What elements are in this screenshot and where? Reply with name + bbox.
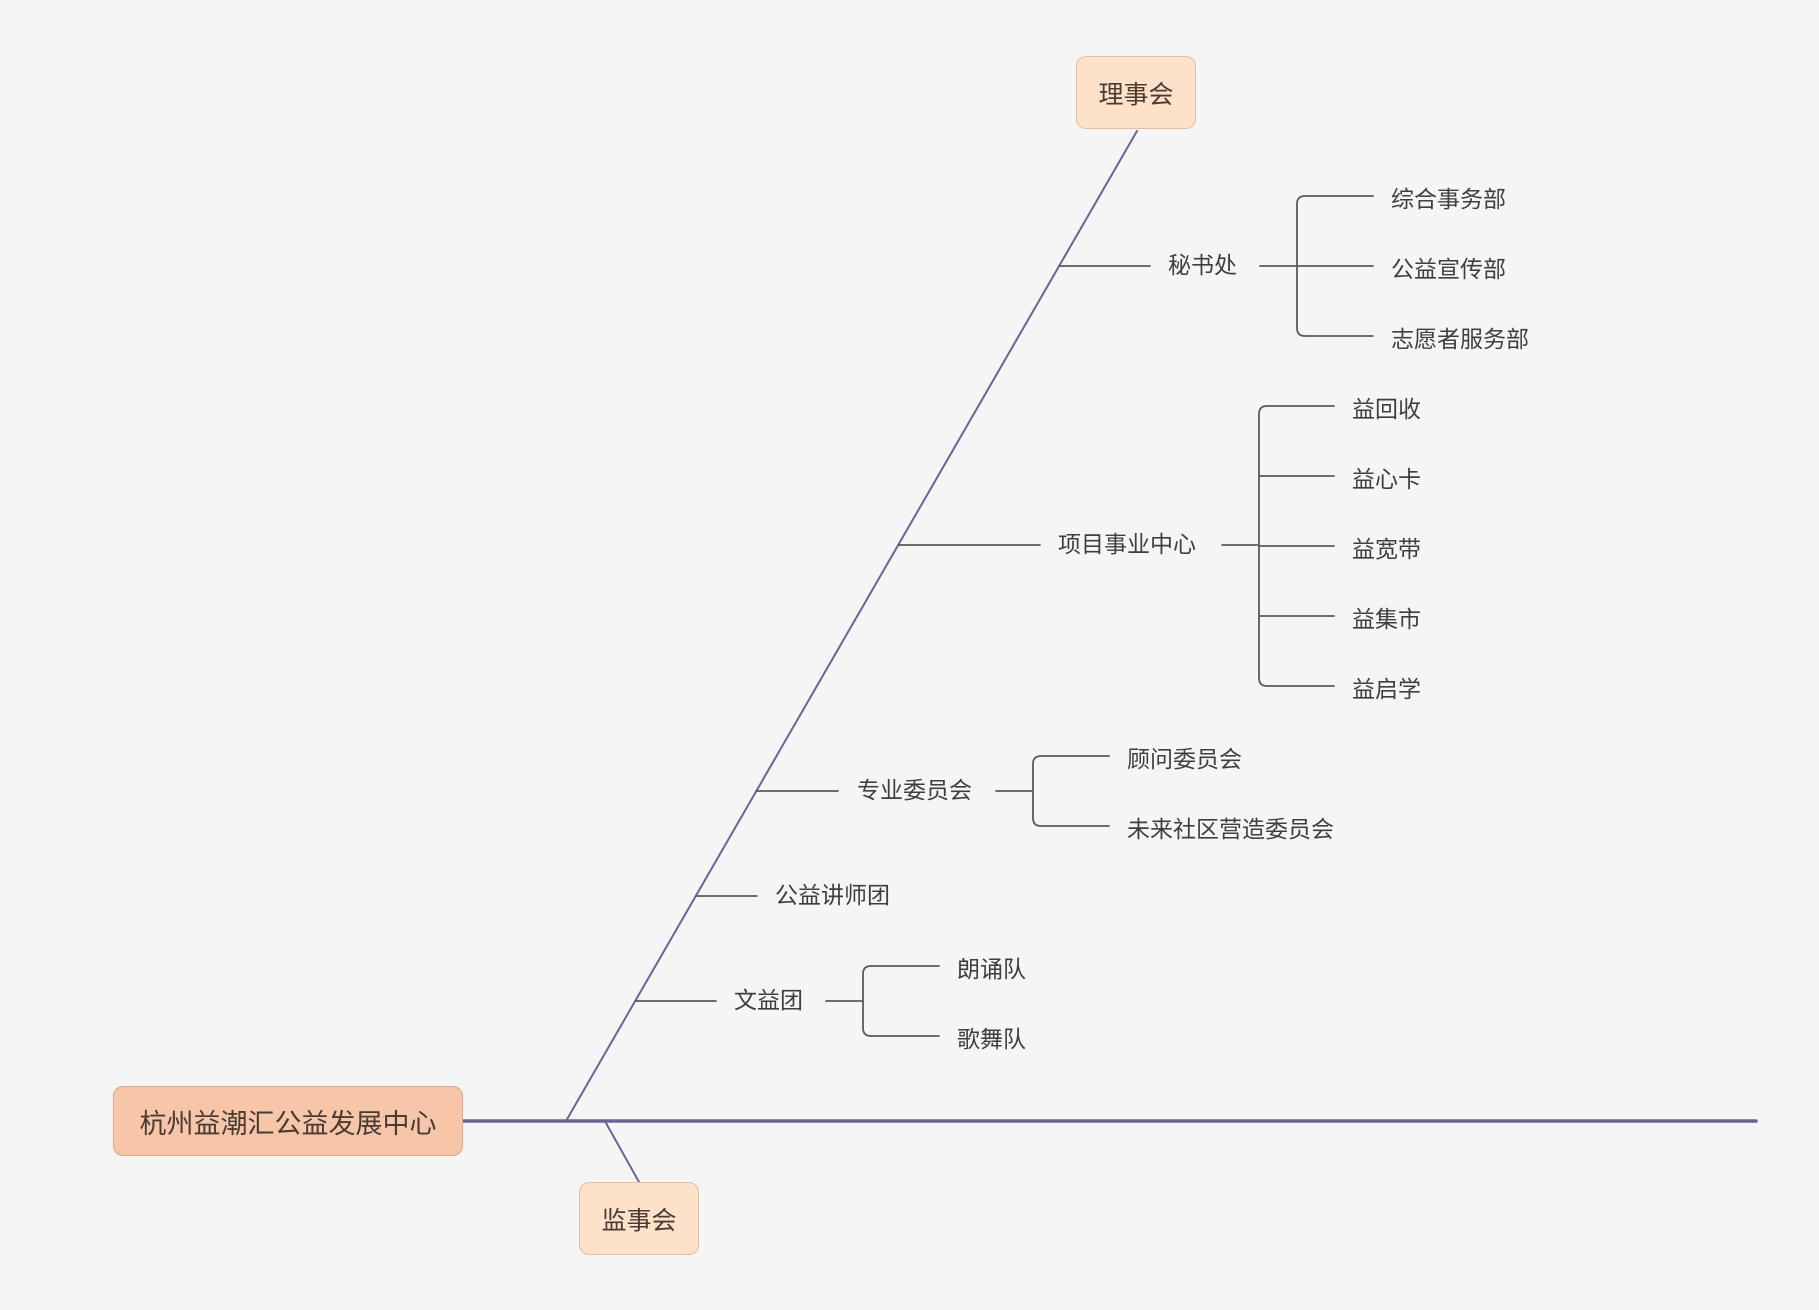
bracket-4 [862, 965, 872, 1037]
child-label-1-4[interactable]: 益启学 [1352, 677, 1421, 703]
child-label-0-0[interactable]: 综合事务部 [1391, 187, 1506, 213]
branch-label-3[interactable]: 公益讲师团 [775, 883, 890, 909]
child-label-4-0[interactable]: 朗诵队 [957, 957, 1026, 983]
child-label-1-2[interactable]: 益宽带 [1352, 537, 1421, 563]
connector-lines [461, 130, 1758, 1183]
board-node[interactable]: 理事会 [1076, 56, 1196, 129]
board-node-label: 理事会 [1098, 79, 1174, 109]
root-node[interactable]: 杭州益潮汇公益发展中心 [113, 1086, 463, 1156]
child-label-4-1[interactable]: 歌舞队 [957, 1027, 1026, 1053]
bracket-2 [1032, 755, 1042, 827]
branch-label-0[interactable]: 秘书处 [1168, 253, 1237, 279]
child-label-0-2[interactable]: 志愿者服务部 [1391, 327, 1529, 353]
child-label-1-0[interactable]: 益回收 [1352, 397, 1421, 423]
supervisors-node-label: 监事会 [601, 1205, 677, 1235]
branch-label-2[interactable]: 专业委员会 [857, 778, 972, 804]
supervisors-spine-line [605, 1122, 640, 1183]
child-label-0-1[interactable]: 公益宣传部 [1391, 257, 1506, 283]
root-node-label: 杭州益潮汇公益发展中心 [139, 1108, 437, 1140]
child-label-1-1[interactable]: 益心卡 [1352, 467, 1421, 493]
supervisors-node[interactable]: 监事会 [579, 1182, 699, 1255]
board-spine-line [565, 130, 1138, 1122]
branch-label-4[interactable]: 文益团 [734, 988, 803, 1014]
branch-label-1[interactable]: 项目事业中心 [1058, 532, 1196, 558]
child-label-2-0[interactable]: 顾问委员会 [1127, 747, 1242, 773]
child-label-2-1[interactable]: 未来社区营造委员会 [1127, 817, 1334, 843]
child-label-1-3[interactable]: 益集市 [1352, 607, 1421, 633]
